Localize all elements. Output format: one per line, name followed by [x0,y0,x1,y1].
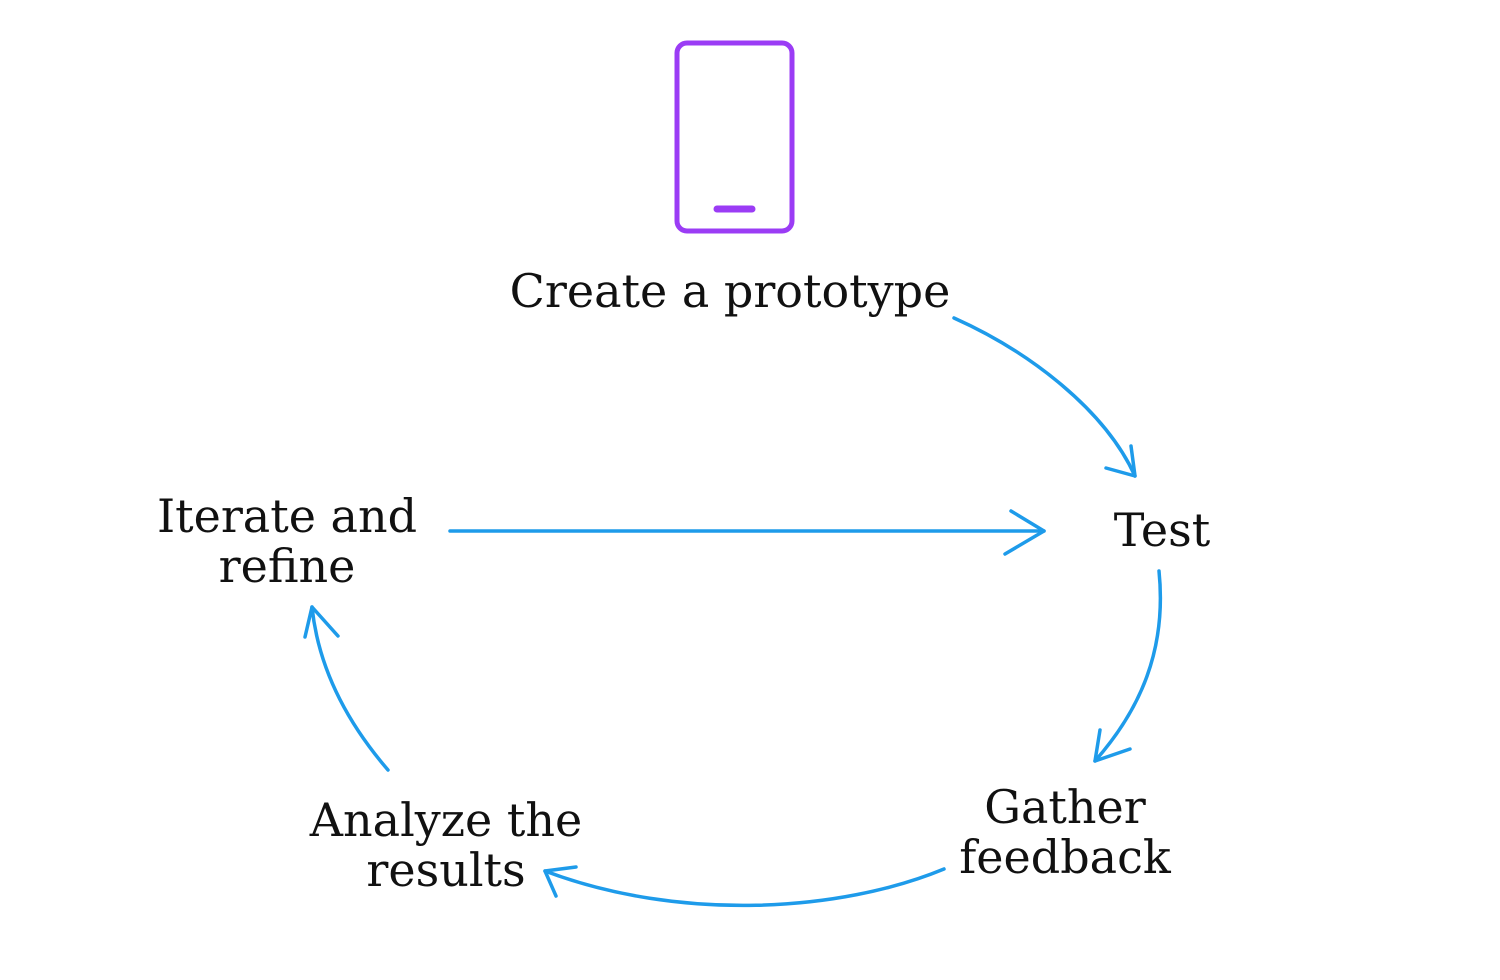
arrow-create-to-test [952,316,1137,478]
arrow-gather-to-analyze [543,865,946,908]
node-iterate-refine: Iterate and refine [137,491,437,591]
arrow-iterate-to-test-head [1003,509,1046,556]
node-test-line-1: Test [1113,503,1211,557]
arrow-test-to-gather-line [1093,569,1163,763]
node-analyze-results-line-1: Analyze the [309,793,583,847]
arrow-analyze-to-iterate-line [310,605,390,772]
phone-body [674,40,795,234]
node-analyze-results: Analyze the results [296,795,596,895]
arrow-create-to-test-line [952,316,1137,478]
node-gather-feedback-line-2: feedback [959,830,1171,884]
node-create-prototype: Create a prototype [480,266,980,316]
arrow-analyze-to-iterate [303,605,390,772]
arrow-gather-to-analyze-line [543,867,946,908]
node-create-prototype-line-1: Create a prototype [509,264,951,318]
node-iterate-refine-line-2: refine [218,539,356,593]
arrow-test-to-gather [1093,569,1163,763]
node-gather-feedback-line-1: Gather [984,780,1146,834]
node-test: Test [1062,505,1262,555]
node-gather-feedback: Gather feedback [915,782,1215,882]
mobile-phone-icon [674,40,795,234]
arrow-create-to-test-head [1104,444,1137,478]
arrow-iterate-to-test [448,509,1046,556]
node-iterate-refine-line-1: Iterate and [156,489,418,543]
arrow-analyze-to-iterate-head [303,605,340,639]
node-analyze-results-line-2: results [366,843,526,897]
arrow-test-to-gather-head [1093,728,1132,763]
arrow-gather-to-analyze-head [543,865,578,898]
